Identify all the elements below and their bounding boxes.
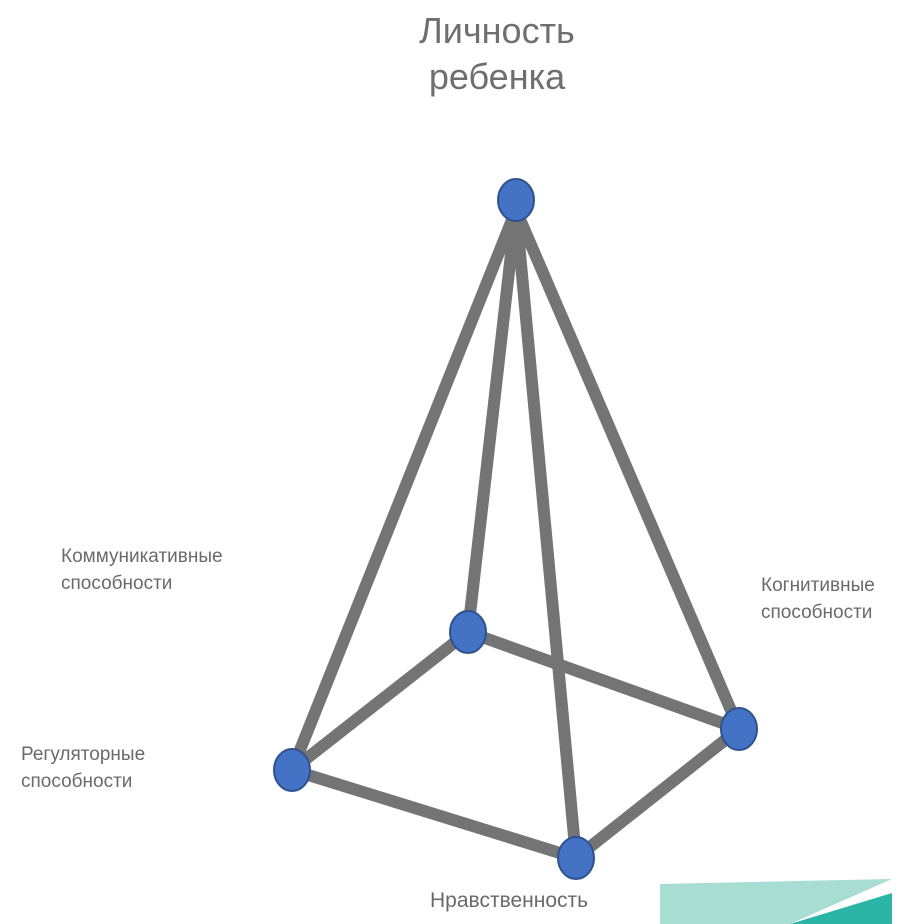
title-line-2: ребенка bbox=[428, 56, 566, 97]
edge-communicative-cognitive bbox=[462, 626, 745, 735]
label-regulatory-line-1: Регуляторные bbox=[21, 744, 146, 765]
node-cognitive bbox=[720, 707, 758, 751]
edge-moral-cognitive bbox=[570, 723, 745, 864]
edge-apex-communicative bbox=[462, 204, 522, 638]
edge-apex-regulatory bbox=[286, 204, 522, 776]
label-communicative-line-2: способности bbox=[61, 573, 173, 594]
diagram-title: Личность ребенка bbox=[312, 8, 682, 100]
label-communicative: Коммуникативные способности bbox=[61, 543, 223, 597]
node-communicative bbox=[449, 610, 487, 654]
edge-apex-moral bbox=[510, 204, 582, 864]
decorative-shape-light bbox=[660, 879, 892, 924]
label-regulatory-line-2: способности bbox=[21, 771, 133, 792]
label-cognitive-line-2: способности bbox=[761, 602, 873, 623]
decorative-shape-dark bbox=[790, 893, 892, 924]
label-cognitive: Когнитивные способности bbox=[761, 572, 875, 626]
label-communicative-line-1: Коммуникативные bbox=[61, 546, 223, 567]
title-line-1: Личность bbox=[419, 10, 575, 51]
label-cognitive-line-1: Когнитивные bbox=[761, 575, 875, 596]
label-moral-line-1: Нравственность bbox=[430, 889, 589, 912]
node-regulatory bbox=[273, 748, 311, 792]
node-apex bbox=[497, 178, 535, 222]
edge-apex-cognitive bbox=[510, 204, 745, 735]
node-moral bbox=[557, 836, 595, 880]
label-moral: Нравственность bbox=[430, 887, 588, 914]
label-regulatory: Регуляторные способности bbox=[21, 741, 145, 795]
pyramid-edges bbox=[286, 204, 745, 864]
edge-regulatory-moral bbox=[286, 764, 582, 864]
edge-regulatory-communicative bbox=[286, 626, 474, 776]
